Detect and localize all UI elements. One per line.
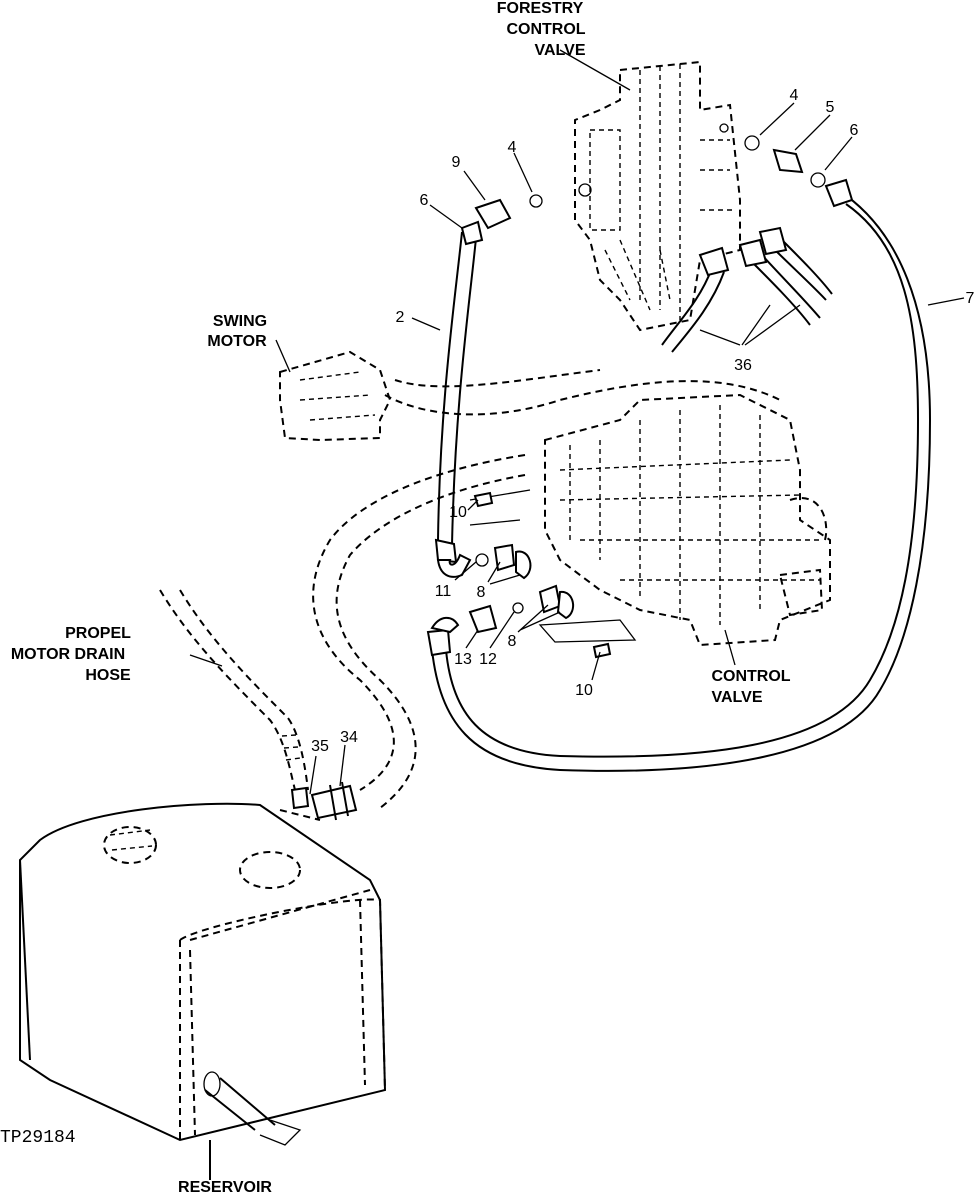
hose-2: [434, 231, 477, 578]
callout-10-upper: 10: [449, 504, 467, 521]
callout-8-lower: 8: [508, 633, 517, 650]
reservoir-label: RESERVOIR: [178, 1179, 272, 1196]
swing-motor-label-line2: MOTOR: [207, 333, 267, 350]
forestry-control-valve-label-line2: CONTROL: [506, 21, 585, 38]
callout-4-left: 4: [508, 139, 517, 156]
callout-8-upper: 8: [477, 584, 486, 601]
propel-motor-drain-hose-label-line1: PROPEL: [65, 625, 131, 642]
top-fittings: [460, 135, 826, 246]
callout-35: 35: [311, 738, 329, 755]
control-valve-label-line1: CONTROL: [711, 668, 790, 685]
swing-motor-label-line1: SWING: [213, 313, 267, 330]
callout-34: 34: [340, 729, 358, 746]
forestry-control-valve-label-line1: FORESTRY: [497, 0, 584, 17]
callout-13: 13: [454, 651, 472, 668]
callout-7: 7: [966, 290, 975, 307]
propel-motor-drain-hose-shape: [159, 589, 309, 791]
reservoir-inlet-fittings: [279, 734, 358, 821]
leader-lines: [189, 49, 965, 795]
dashed-return-hose: [312, 454, 526, 809]
hoses-36: [661, 226, 833, 353]
swing-motor-shape: [279, 350, 781, 442]
leader-10-upper: [467, 499, 479, 511]
callout-6-left: 6: [420, 192, 429, 209]
callout-11: 11: [435, 583, 452, 600]
callout-4-top: 4: [790, 87, 799, 104]
forestry-control-valve-shape: [574, 60, 741, 332]
leader-10-lower: [591, 651, 601, 681]
hose-7: [426, 178, 932, 772]
figure-id: TP29184: [0, 1128, 76, 1148]
control-valve-shape: [544, 393, 831, 647]
callout-12: 12: [479, 651, 497, 668]
callout-9: 9: [452, 154, 461, 171]
reservoir-shape: [19, 802, 387, 1180]
propel-motor-drain-hose-label-line2: MOTOR DRAIN: [11, 646, 125, 663]
callout-6-top: 6: [850, 122, 859, 139]
control-valve-label-line2: VALVE: [712, 689, 763, 706]
callout-10-lower: 10: [575, 682, 593, 699]
forestry-control-valve-label-line3: VALVE: [535, 42, 586, 59]
callout-36: 36: [734, 357, 752, 374]
callout-5: 5: [826, 99, 835, 116]
control-valve-fittings: [468, 489, 637, 659]
propel-motor-drain-hose-label-line3: HOSE: [85, 667, 131, 684]
callout-2: 2: [396, 309, 405, 326]
